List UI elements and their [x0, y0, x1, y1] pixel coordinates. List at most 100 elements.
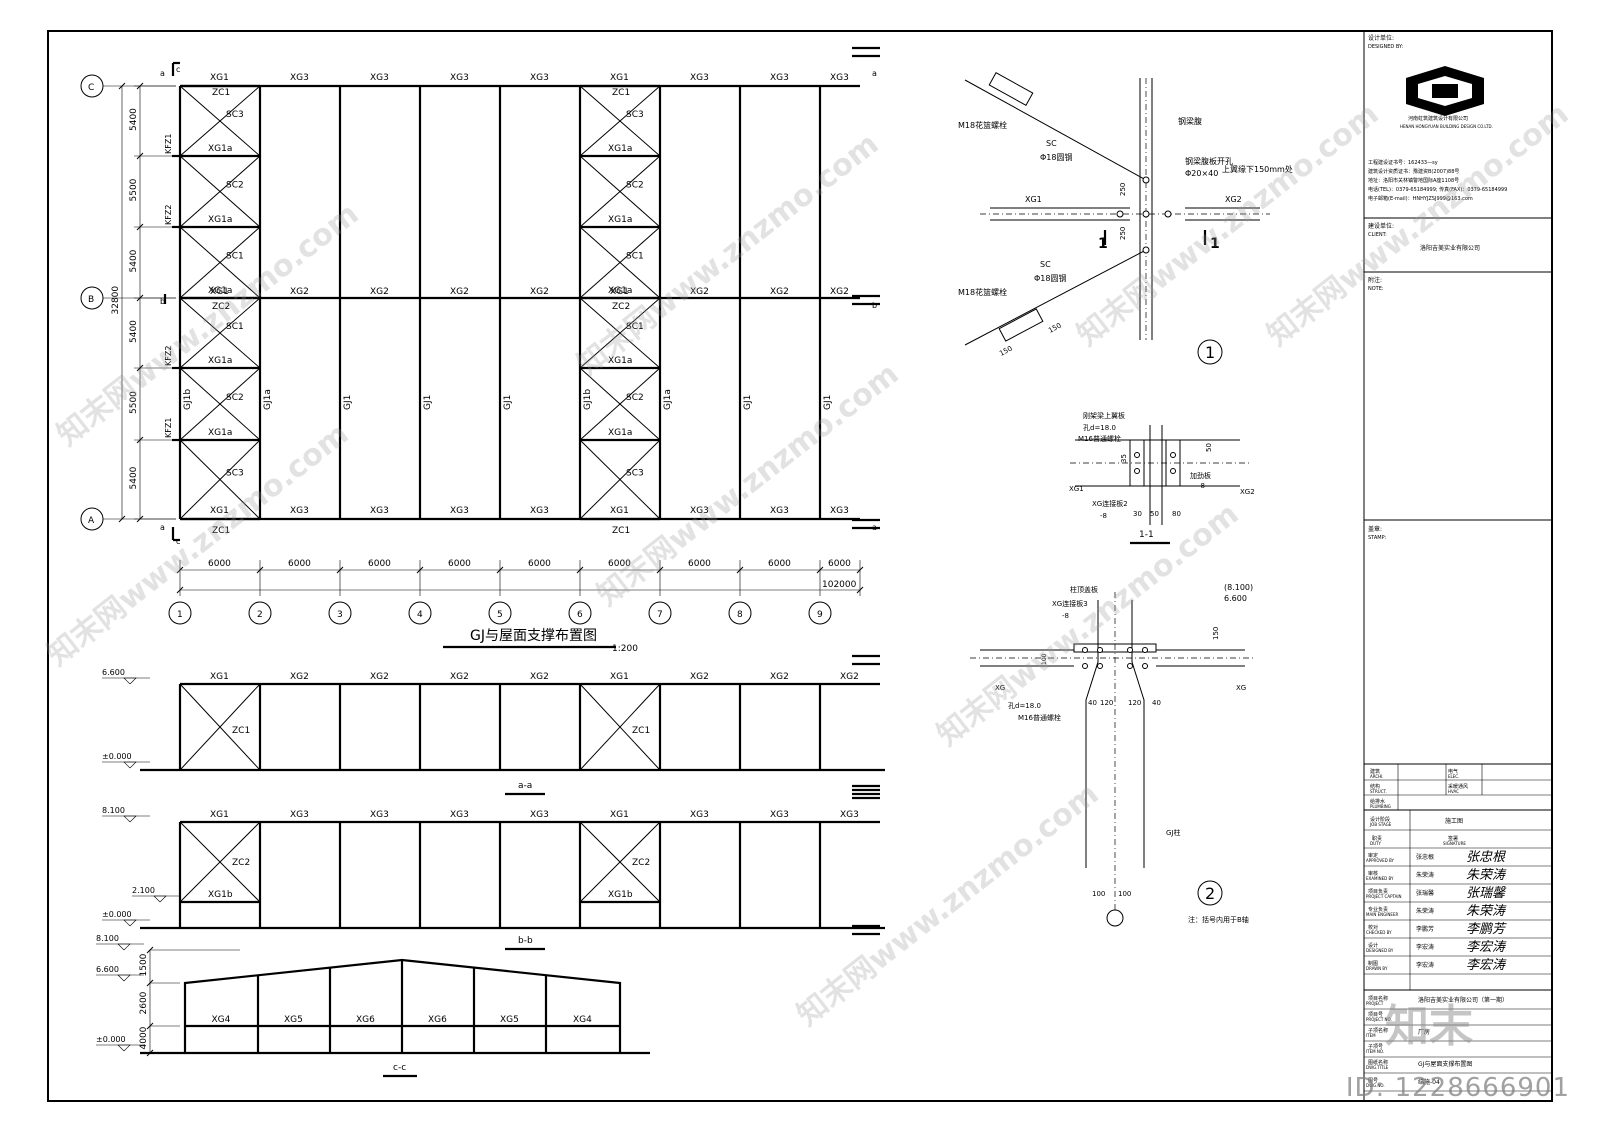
zc-label: ZC2: [612, 302, 630, 312]
member-label: XG3: [840, 810, 859, 820]
member-label: XG3: [830, 73, 849, 83]
bay-dim: 6000: [608, 559, 631, 569]
dim: 250: [1119, 227, 1127, 240]
bolt: [1116, 210, 1124, 218]
tb-label: 建设单位:: [1368, 222, 1394, 230]
brace-label: SC2: [226, 393, 244, 403]
tb-signature: 张瑞馨: [1466, 886, 1507, 901]
row-dim: 5500: [129, 391, 139, 414]
member-label: XG1: [210, 672, 229, 682]
tb-discipline-en: PLUMBING: [1370, 804, 1391, 809]
elevation-triangle: [117, 974, 131, 982]
tb-stage: 施工图: [1445, 817, 1463, 825]
detail-number: 1: [1205, 343, 1215, 362]
tb-discipline-en: HVAC: [1448, 789, 1459, 794]
elevation-triangle: [123, 815, 137, 823]
bolt: [1142, 663, 1148, 669]
axis-label: A: [88, 516, 95, 526]
axis-label: 2: [257, 610, 263, 620]
tb-label-en: ITEM NO.: [1366, 1049, 1384, 1054]
label-xg1: XG1: [1025, 195, 1042, 204]
tb-label-en: CLIENT:: [1368, 232, 1387, 238]
label-gj: GJ柱: [1166, 828, 1181, 837]
tb-discipline-en: ARCHI.: [1370, 774, 1384, 779]
tb-role-name: 朱荣涛: [1416, 871, 1434, 879]
bolt: [1142, 246, 1150, 254]
tb-role: 审核: [1368, 870, 1378, 877]
dim: 35: [1120, 454, 1128, 463]
bolt: [1142, 210, 1150, 218]
tb-label: 设计单位:: [1368, 34, 1394, 42]
tb-role-name: 朱荣涛: [1416, 907, 1434, 915]
brace-x: [579, 85, 661, 157]
strut-label: XG1a: [208, 144, 232, 154]
row-dim: 5400: [129, 108, 139, 131]
tb-role: 制图: [1368, 960, 1378, 967]
row-dim: 5400: [129, 320, 139, 343]
row-dim: 5400: [129, 249, 139, 272]
member-label: XG2: [690, 287, 709, 297]
axis-bubble: [168, 601, 192, 625]
tb-role-en: EXAMINED BY: [1366, 876, 1394, 881]
dim: 100: [1092, 890, 1105, 898]
dim-tick: [146, 1022, 154, 1030]
axis-label: 8: [737, 610, 743, 620]
axis-label: C: [88, 83, 94, 93]
member-label: XG1: [610, 287, 629, 297]
axis-label: 9: [817, 610, 823, 620]
tb-label-en: DWG.NO.: [1366, 1083, 1385, 1088]
brace-x: [579, 155, 661, 228]
dim: 40: [1088, 699, 1097, 707]
brace-label: ZC2: [632, 858, 650, 868]
bay-dim: 6000: [688, 559, 711, 569]
dim: 50: [1205, 443, 1213, 452]
brace-x: [179, 683, 261, 771]
member-label: XG2: [530, 672, 549, 682]
member-label: XG5: [284, 1015, 303, 1025]
member-label: XG2: [370, 672, 389, 682]
member-label: XG1: [210, 73, 229, 83]
brace-x: [179, 226, 261, 299]
tb-discipline-en: ELEC.: [1448, 774, 1459, 779]
rod-upper: [964, 79, 1147, 181]
brace-x: [179, 85, 261, 157]
tb-company-en: HENAN HONGYUAN BUILDING DESIGN CO.LTD.: [1400, 124, 1493, 129]
brace-label: SC2: [626, 393, 644, 403]
turnbuckle-lower: [998, 308, 1044, 342]
bolt: [1127, 647, 1133, 653]
tb-info: 电子邮箱(E-mail)：HNHYJZSJ999@163.com: [1368, 195, 1473, 202]
tb-label-en: PROJECT NO.: [1366, 1017, 1392, 1022]
brace-x: [579, 821, 661, 903]
frame-label: GJ1: [503, 395, 513, 410]
tb-label: 项目号: [1368, 1012, 1383, 1018]
strut-label: XG1a: [608, 428, 632, 438]
tb-info: 地址：洛阳市关林镇警地国际A座1108号: [1368, 177, 1459, 184]
bolt: [1142, 176, 1150, 184]
zc-label: ZC1: [612, 526, 630, 536]
elevation-triangle: [123, 919, 137, 927]
dim-tick: [176, 586, 184, 594]
kfz-label: KFZ2: [164, 205, 173, 225]
bolt: [1134, 452, 1140, 458]
strut-label: XG1b: [208, 890, 233, 900]
member-label: XG1: [210, 287, 229, 297]
member-label: XG2: [450, 287, 469, 297]
tb-info: 建筑设计资质证书：豫建资B(2007)88号: [1368, 168, 1459, 175]
tb-value: GJ与屋面支撑布置图: [1418, 1060, 1472, 1068]
cap-plate: [1073, 643, 1157, 653]
brace-label: SC3: [226, 110, 244, 120]
dim: 40: [1152, 699, 1161, 707]
tb-label: 图号: [1368, 1078, 1378, 1084]
label-elev: (8.100): [1224, 583, 1253, 592]
brace-label: ZC1: [232, 726, 250, 736]
section-mark: b: [872, 301, 877, 310]
label-beam: 钢梁腹: [1178, 116, 1202, 126]
member-label: XG3: [370, 810, 389, 820]
tb-value: 洛阳吉美实业有限公司（第一期）: [1418, 996, 1508, 1004]
label-xg2: XG2: [1240, 488, 1255, 496]
frame-label: GJ1b: [583, 389, 593, 410]
elevation-label: 8.100: [102, 806, 125, 815]
